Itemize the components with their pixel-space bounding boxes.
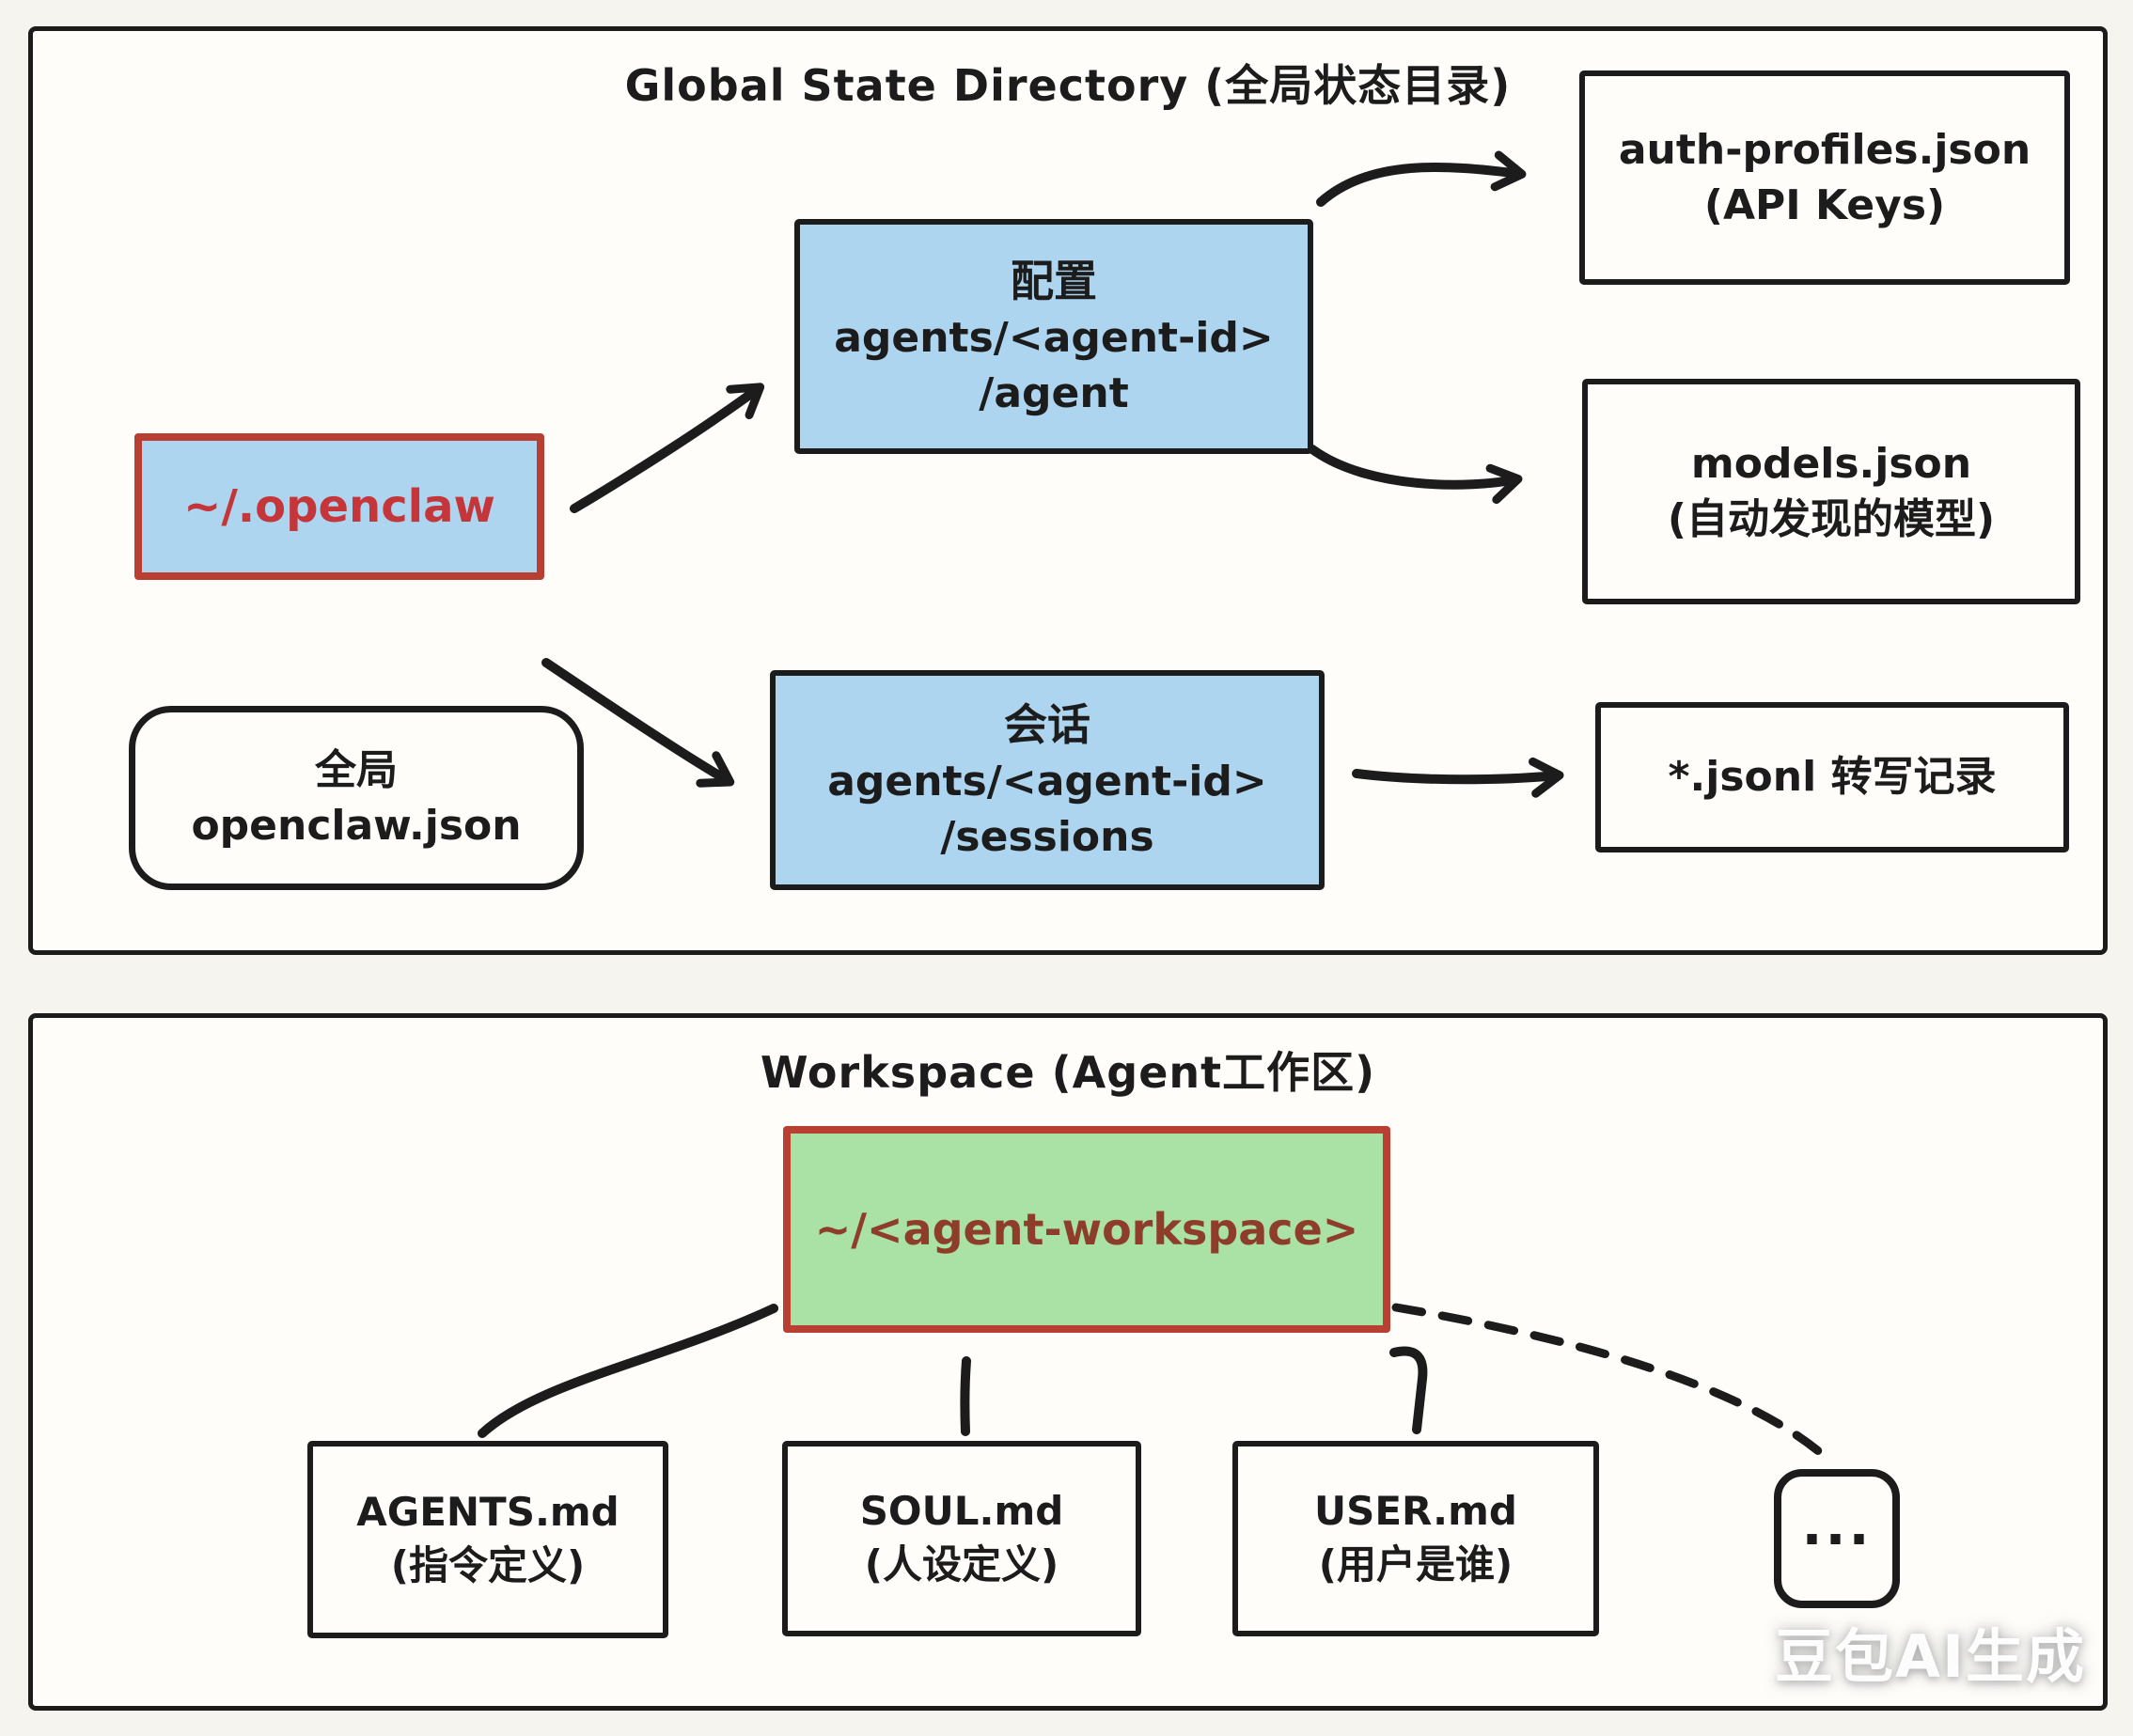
node-agent-workspace-label: ~/<agent-workspace> — [814, 1203, 1359, 1255]
node-user-md-line1: USER.md — [1314, 1488, 1517, 1535]
node-global-json-line1: 全局 — [315, 745, 398, 794]
global-state-panel: Global State Directory (全局状态目录) ~/.openc… — [28, 26, 2108, 955]
node-sessions-line1: 会话 — [1004, 698, 1090, 750]
node-auth-line1: auth-profiles.json — [1618, 125, 2031, 174]
ai-generated-watermark: 豆包AI生成 — [1775, 1622, 2087, 1691]
workspace-panel-title: Workspace (Agent工作区) — [760, 1047, 1376, 1098]
node-models-line1: models.json — [1690, 439, 1972, 488]
node-agents-md-line1: AGENTS.md — [356, 1489, 620, 1536]
node-sessions-line3: /sessions — [940, 813, 1154, 862]
arrow-sessions-to-jsonl — [1352, 757, 1564, 798]
arrow-config-to-auth — [1316, 150, 1527, 207]
arrow-openclaw-to-config — [570, 383, 765, 513]
node-config-line2: agents/<agent-id> — [834, 313, 1274, 362]
node-sessions-line2: agents/<agent-id> — [827, 757, 1267, 805]
line-workspace-to-soul — [960, 1356, 971, 1436]
global-panel-title: Global State Directory (全局状态目录) — [624, 60, 1512, 111]
node-soul-md-line2: (人设定义) — [864, 1541, 1059, 1587]
line-workspace-to-agents — [478, 1304, 778, 1438]
node-config-dir: 配置 agents/<agent-id> /agent — [794, 219, 1313, 454]
node-sessions-dir: 会话 agents/<agent-id> /sessions — [770, 670, 1325, 890]
node-jsonl-records: *.jsonl 转写记录 — [1595, 702, 2069, 852]
line-workspace-to-user — [1389, 1346, 1428, 1434]
workspace-panel: Workspace (Agent工作区) ~/<agent-workspace>… — [28, 1013, 2108, 1711]
node-agents-md-line2: (指令定义) — [390, 1542, 586, 1588]
node-global-openclaw-json: 全局 openclaw.json — [129, 706, 584, 890]
node-auth-line2: (API Keys) — [1703, 181, 1946, 229]
node-config-line1: 配置 — [1011, 255, 1097, 306]
node-soul-md-line1: SOUL.md — [859, 1488, 1064, 1535]
node-agents-md: AGENTS.md (指令定义) — [307, 1441, 668, 1638]
node-auth-profiles: auth-profiles.json (API Keys) — [1579, 70, 2070, 285]
dashed-line-workspace-to-more — [1391, 1303, 1833, 1464]
node-user-md-line2: (用户是谁) — [1318, 1541, 1513, 1587]
node-models-json: models.json (自动发现的模型) — [1582, 379, 2080, 604]
node-openclaw-dir: ~/.openclaw — [134, 433, 544, 580]
arrow-config-to-models — [1308, 445, 1523, 505]
node-global-json-line2: openclaw.json — [191, 802, 522, 850]
node-soul-md: SOUL.md (人设定义) — [782, 1441, 1141, 1636]
node-more-files-label: ... — [1801, 1493, 1873, 1557]
node-openclaw-dir-label: ~/.openclaw — [183, 479, 495, 533]
node-jsonl-label: *.jsonl 转写记录 — [1668, 753, 1997, 802]
node-user-md: USER.md (用户是谁) — [1232, 1441, 1599, 1636]
node-models-line2: (自动发现的模型) — [1667, 495, 1996, 543]
node-more-files: ... — [1774, 1469, 1900, 1608]
node-config-line3: /agent — [979, 369, 1129, 418]
node-agent-workspace: ~/<agent-workspace> — [783, 1126, 1390, 1333]
